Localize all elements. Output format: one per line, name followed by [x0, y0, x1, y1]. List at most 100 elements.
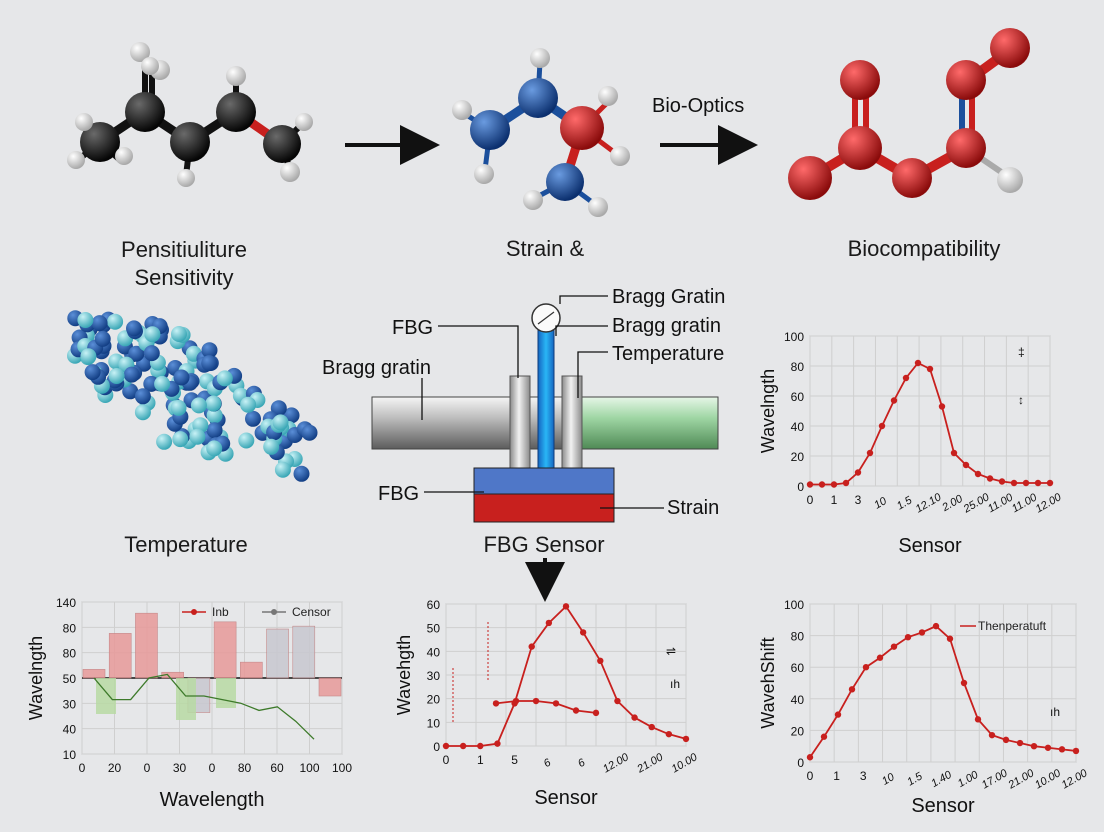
x-tick-label: 1.5 — [905, 770, 925, 788]
nanoparticle — [173, 369, 190, 386]
legend-label: Thenperatuft — [978, 619, 1047, 633]
legend-label: Censor — [292, 605, 331, 619]
y-tick-label: 80 — [791, 630, 805, 644]
legend-label: Inb — [212, 605, 229, 619]
data-point — [914, 359, 922, 367]
data-point — [820, 733, 828, 740]
nanoparticle-cluster — [67, 310, 318, 482]
post-left — [509, 375, 531, 469]
fbg-sensor-diagram — [371, 295, 719, 602]
x-tick-label: 12.00 — [601, 751, 632, 776]
x-tick-label: 1 — [833, 769, 840, 783]
data-point — [492, 700, 500, 707]
y-tick-label: 140 — [56, 596, 76, 610]
arrow-label-bio-optics: Bio-Optics — [652, 95, 744, 117]
data-point — [818, 481, 826, 488]
data-point — [552, 700, 560, 707]
data-point — [834, 711, 842, 718]
y-tick-label: 30 — [427, 669, 441, 683]
data-point — [986, 475, 994, 482]
nanoparticle — [201, 355, 218, 372]
nanoparticle — [144, 326, 161, 343]
nanoparticle — [77, 312, 94, 328]
bar — [135, 612, 158, 679]
data-point — [1034, 479, 1042, 487]
y-tick-label: 50 — [427, 622, 441, 636]
nanoparticle — [154, 375, 171, 392]
x-tick-label: 12.00 — [1034, 491, 1065, 516]
annotation-mark: ⇌ — [666, 644, 676, 658]
y-tick-label: 40 — [791, 420, 805, 434]
x-tick-label: 1.5 — [895, 494, 915, 512]
y-tick-label: 0 — [433, 740, 440, 754]
data-point — [442, 742, 450, 750]
label-fbg-sensor: FBG Sensor — [483, 532, 605, 557]
data-point — [682, 735, 690, 743]
data-point — [494, 740, 501, 747]
x-tick-label: 30 — [173, 761, 187, 775]
y-tick-label: 10 — [427, 716, 441, 730]
y-tick-label: 100 — [784, 330, 804, 344]
data-point — [974, 716, 982, 723]
annotation-mark: ‡ — [1018, 345, 1025, 359]
bar — [213, 621, 237, 679]
nanoparticle — [126, 320, 142, 337]
data-point — [1002, 736, 1010, 744]
callout-temperature: Temperature — [612, 343, 724, 365]
annotation-mark: ↕ — [1018, 393, 1024, 407]
x-axis-title: Sensor — [898, 535, 962, 557]
x-tick-label: 3 — [855, 493, 862, 507]
nanoparticle — [263, 438, 280, 455]
x-tick-label: 0 — [443, 753, 450, 767]
nanoparticle — [107, 313, 124, 330]
data-point — [862, 664, 870, 671]
substrate-blue — [473, 467, 615, 495]
bar-green — [176, 678, 196, 720]
x-tick-label: 6 — [542, 756, 554, 770]
label-strain: Strain & — [505, 236, 585, 261]
data-point — [477, 742, 484, 750]
data-point — [1016, 739, 1024, 747]
nanoparticle — [171, 326, 187, 342]
annotation-mark: ıh — [670, 677, 680, 691]
data-point — [562, 603, 570, 610]
series-line — [810, 361, 1050, 486]
data-point — [648, 723, 655, 731]
nanoparticle — [84, 364, 101, 381]
x-tick-label: 1 — [831, 493, 838, 507]
molecule-middle — [452, 48, 630, 217]
data-point — [665, 730, 673, 738]
y-tick-label: 0 — [797, 480, 804, 494]
nanoparticle — [245, 410, 261, 427]
data-point — [830, 481, 838, 488]
label-sensitivity: Pensitiuliture Sensitivity — [121, 236, 247, 292]
x-tick-label: 1.40 — [929, 768, 954, 790]
y-tick-label: 60 — [791, 661, 805, 675]
x-tick-label: 10 — [872, 495, 889, 512]
data-point — [974, 470, 982, 478]
data-point — [806, 481, 814, 488]
data-point — [1058, 746, 1066, 753]
x-tick-label: 21.00 — [634, 751, 665, 776]
callout-fbg-bottom: FBG — [378, 483, 419, 505]
data-point — [878, 422, 886, 430]
data-point — [902, 374, 910, 382]
x-tick-label: 17.00 — [980, 767, 1011, 792]
callout-strain: Strain — [667, 497, 719, 519]
bar — [108, 633, 132, 679]
data-point — [904, 633, 912, 641]
data-point — [592, 709, 600, 717]
data-point — [459, 742, 467, 750]
data-point — [932, 622, 940, 630]
data-point — [614, 697, 621, 705]
data-point — [512, 697, 520, 705]
bar — [318, 677, 342, 697]
nanoparticle — [206, 422, 223, 439]
nanoparticle — [108, 368, 125, 384]
x-axis-title: Sensor — [534, 787, 598, 809]
nanoparticle — [274, 461, 291, 478]
data-point — [938, 403, 946, 410]
